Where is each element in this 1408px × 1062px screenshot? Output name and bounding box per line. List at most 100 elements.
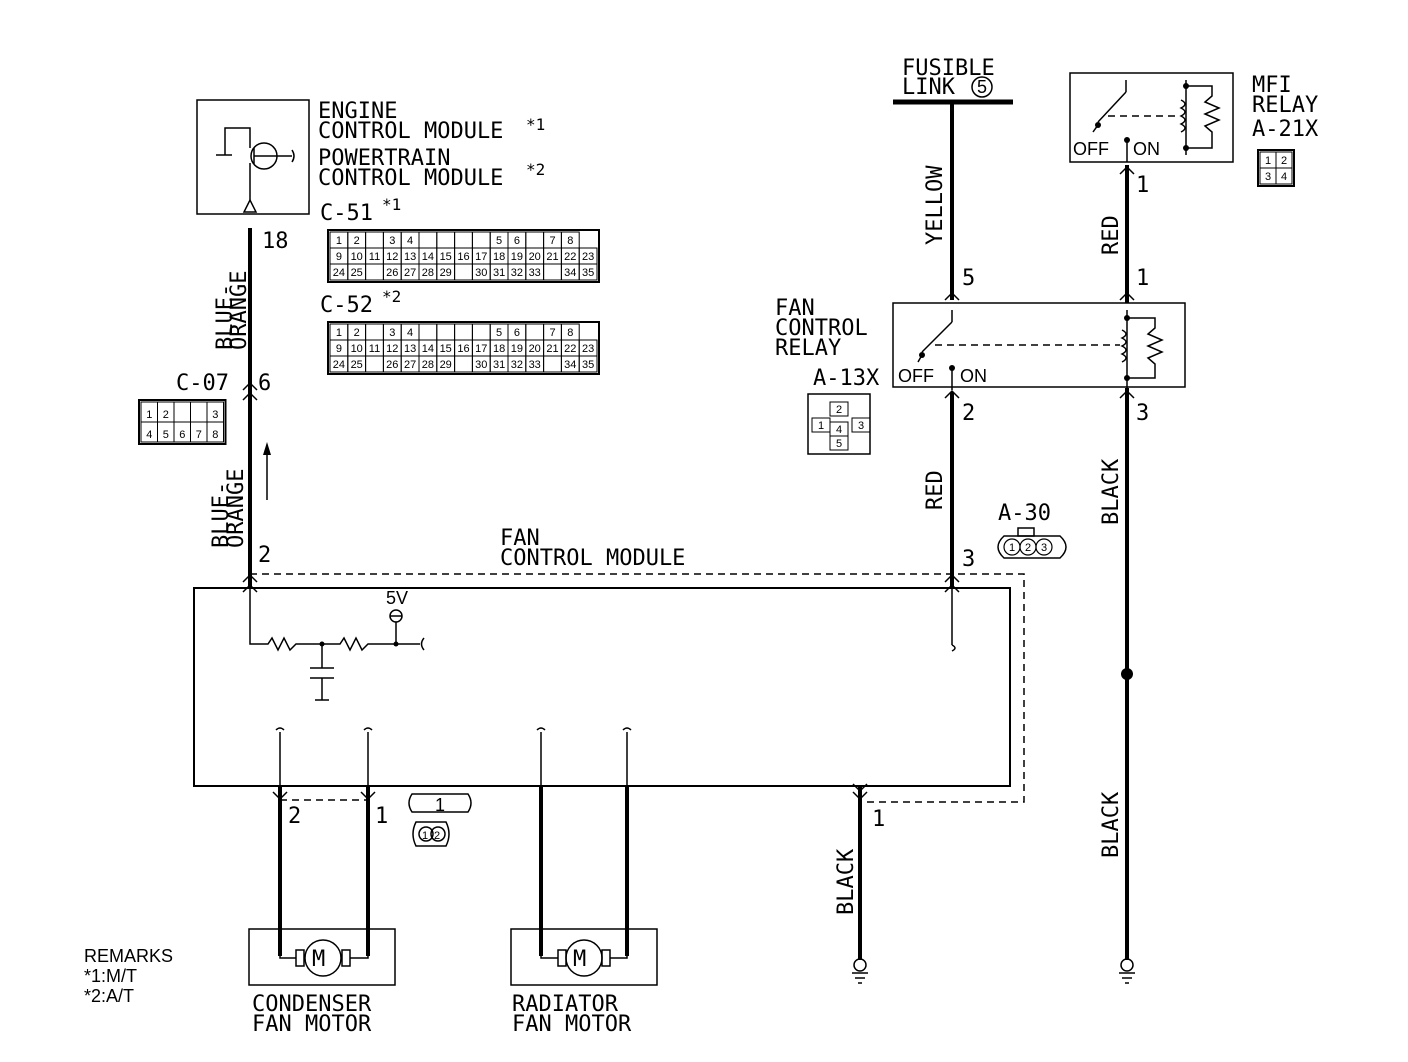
pin-cell [365, 323, 384, 341]
pin-cell [418, 231, 438, 249]
pin-label: 34 [564, 359, 576, 371]
radiator-motor-icon [510, 928, 658, 986]
fan-module-pin-3: 3 [962, 547, 975, 572]
pin-cell [543, 355, 562, 373]
splice-icon [1121, 668, 1133, 680]
ecm-label-line1: ENGINE [318, 99, 397, 124]
pin-label: 5 [836, 438, 842, 450]
pin-label: 30 [475, 359, 487, 371]
remarks-title: REMARKS [84, 946, 173, 966]
pin-label: 1 [336, 327, 342, 339]
mfi-pin-1-top: 1 [1136, 173, 1149, 198]
wire-label-blue-bottom: BLUE- [209, 482, 234, 548]
mfi-pin-3: 3 [1136, 401, 1149, 426]
pin-cell [578, 263, 598, 281]
fan-module-label-line1: FAN [500, 526, 540, 551]
pin-label: 11 [369, 251, 380, 263]
pin-label: 21 [546, 343, 558, 355]
c07-junction-icon [242, 381, 258, 401]
wire-label-red-mfi: RED [1099, 215, 1124, 255]
mfi-relay-box [1069, 72, 1234, 163]
pin-label: 31 [493, 359, 505, 371]
pin-label: 6 [514, 235, 520, 247]
fan-relay-off: OFF [898, 366, 934, 386]
pin-label: 6 [514, 327, 520, 339]
mfi-relay-on: ON [1133, 139, 1160, 159]
pin-label: 3 [389, 327, 395, 339]
pin-label: 1 [818, 420, 824, 432]
pin-label: 27 [404, 359, 416, 371]
ecm-pin-18: 18 [262, 229, 289, 254]
fan-relay-on: ON [960, 366, 987, 386]
pin-label: 32 [511, 359, 523, 371]
fan-module-label-line2: CONTROL MODULE [500, 546, 685, 571]
radiator-label-line2: FAN MOTOR [512, 1012, 632, 1037]
pin-cell [578, 355, 598, 373]
fusible-label-line2: LINK [902, 75, 956, 100]
pin-label: 27 [404, 267, 416, 279]
pin-label: 2 [1025, 542, 1031, 554]
remarks-2: *2:A/T [84, 986, 134, 1006]
condenser-motor-icon [248, 928, 396, 986]
pin-label: 32 [511, 267, 523, 279]
fusible-number-icon [971, 76, 993, 98]
pin-cell [829, 401, 849, 417]
pin-label: 21 [546, 251, 558, 263]
pin-label: 10 [351, 343, 363, 355]
wire-label-black-right-top: BLACK [1099, 458, 1124, 525]
pin-label: 26 [386, 359, 398, 371]
mfi-pin-1-relay: 1 [1136, 266, 1149, 291]
fan-module-box [193, 587, 1011, 787]
pin-label: 17 [475, 343, 487, 355]
pin-label: 2 [354, 327, 360, 339]
c52-mark: *2 [382, 287, 401, 306]
wire-label-black-module: BLACK [834, 848, 859, 915]
pin-label: 18 [493, 251, 505, 263]
condenser-pin-2: 2 [288, 804, 301, 829]
pin-cell [173, 401, 191, 423]
pin-label: 2 [354, 235, 360, 247]
pin-cell [206, 421, 224, 443]
pin-label: 8 [567, 235, 573, 247]
pin-label: 30 [475, 267, 487, 279]
c51-mark: *1 [382, 195, 401, 214]
pin-label: 35 [582, 359, 594, 371]
pin-label: 35 [582, 267, 594, 279]
pin-cell [454, 263, 473, 281]
pin-label: 8 [212, 429, 218, 441]
pin-label: 33 [529, 267, 541, 279]
pin-label: 9 [336, 343, 342, 355]
pin-label: 3 [1265, 171, 1271, 183]
pin-label: 4 [836, 424, 842, 436]
pin-cell [851, 417, 871, 433]
pin-label: 24 [333, 267, 345, 279]
pin-cell [418, 323, 438, 341]
fan-relay-switch-icon [917, 310, 1164, 390]
mfi-relay-off: OFF [1073, 139, 1109, 159]
pin-label: 7 [549, 235, 555, 247]
fan-module-circuit-icon [249, 588, 425, 701]
c52-label: C-52 [320, 293, 373, 318]
pin-cell [436, 231, 456, 249]
pin-label: 25 [351, 359, 363, 371]
remarks-1: *1:M/T [84, 966, 137, 986]
pin-label: 17 [475, 251, 487, 263]
fan-relay-pin-2: 2 [962, 401, 975, 426]
pin-label: 18 [493, 343, 505, 355]
pin-label: 20 [529, 251, 541, 263]
pin-cell [543, 263, 562, 281]
pin-label: 22 [564, 343, 576, 355]
pin-label: 4 [407, 327, 413, 339]
ecm-box [196, 99, 310, 215]
pin-label: 29 [440, 267, 452, 279]
pin-label: 1 [1265, 155, 1271, 167]
pin-label: 3 [1041, 542, 1047, 554]
mfi-label-line1: MFI [1252, 73, 1292, 98]
pin-label: 13 [404, 251, 416, 263]
pin-label: 2 [163, 409, 169, 421]
a30-label: A-30 [998, 501, 1051, 526]
